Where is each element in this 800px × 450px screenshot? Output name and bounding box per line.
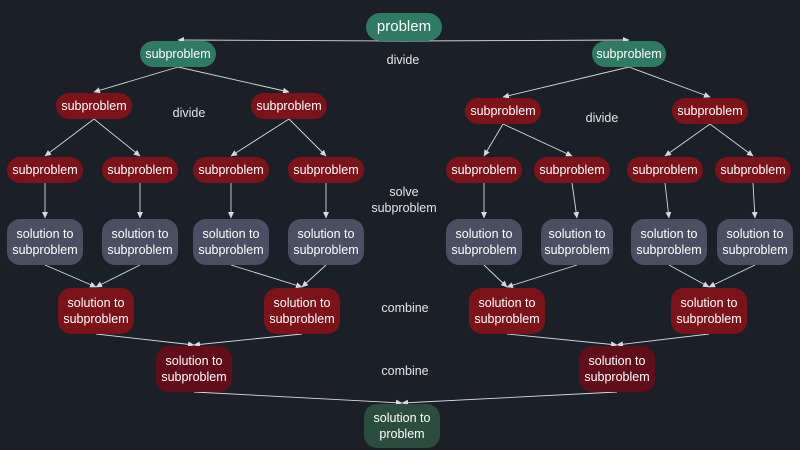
edge-arrow — [751, 182, 758, 219]
edge-arrow — [506, 264, 578, 289]
stage-label-combine-2: combine — [381, 364, 429, 378]
edge-arrow — [664, 182, 672, 219]
node-sol-4: solution to subproblem — [288, 219, 364, 265]
node-sub-RR: subproblem — [672, 98, 748, 124]
node-sol-7: solution to subproblem — [631, 219, 707, 265]
edge-arrow — [571, 182, 580, 219]
stage-label-solve: solve subproblem — [371, 185, 437, 215]
node-comb-1: solution to subproblem — [58, 288, 134, 334]
edge-arrow — [301, 264, 327, 288]
stage-label-combine-1: combine — [381, 301, 429, 315]
node-leaf-1: subproblem — [7, 157, 83, 183]
node-leaf-6: subproblem — [534, 157, 610, 183]
edge-arrow — [401, 391, 618, 406]
edge-arrow — [177, 66, 290, 94]
edge-arrow — [664, 123, 711, 157]
edge-arrow — [95, 333, 195, 348]
node-leaf-4: subproblem — [288, 157, 364, 183]
node-final: solution to problem — [364, 404, 440, 448]
edge-arrow — [709, 123, 754, 157]
edge-arrow — [616, 333, 710, 348]
node-comb-4: solution to subproblem — [671, 288, 747, 334]
edge-arrow — [502, 66, 630, 99]
edge-arrow — [44, 264, 97, 288]
node-leaf-7: subproblem — [627, 157, 703, 183]
node-comb2-L: solution to subproblem — [156, 346, 232, 392]
edge-arrow — [506, 333, 618, 348]
edge-arrow — [93, 118, 141, 157]
node-root: problem — [366, 13, 442, 41]
edge-arrow — [288, 118, 327, 157]
edge-arrow — [44, 118, 95, 157]
edge-arrow — [177, 37, 405, 44]
edge-arrow — [230, 264, 303, 289]
node-sol-5: solution to subproblem — [446, 219, 522, 265]
edge-arrow — [93, 66, 179, 94]
node-sol-6: solution to subproblem — [541, 219, 613, 265]
node-sol-2: solution to subproblem — [102, 219, 178, 265]
node-sol-1: solution to subproblem — [7, 219, 83, 265]
stage-label-divide-3: divide — [585, 111, 619, 125]
node-sub-LR: subproblem — [251, 93, 327, 119]
edge-arrow — [403, 37, 630, 44]
edge-arrow — [483, 264, 508, 288]
edge-arrow — [628, 66, 711, 98]
edge-arrow — [668, 264, 710, 288]
edge-arrow — [193, 333, 303, 348]
node-comb-2: solution to subproblem — [264, 288, 340, 334]
node-sub-R: subproblem — [592, 41, 666, 67]
edge-arrow — [193, 391, 403, 406]
node-comb2-R: solution to subproblem — [579, 346, 655, 392]
node-leaf-8: subproblem — [715, 157, 791, 183]
edge-arrow — [230, 118, 290, 157]
node-sol-3: solution to subproblem — [193, 219, 269, 265]
node-sub-LL: subproblem — [56, 93, 132, 119]
node-sub-RL: subproblem — [465, 98, 541, 124]
edge-arrow — [95, 264, 141, 288]
node-leaf-3: subproblem — [193, 157, 269, 183]
stage-label-divide-1: divide — [386, 53, 420, 67]
edge-arrow — [708, 264, 756, 288]
stage-label-divide-2: divide — [172, 106, 206, 120]
node-comb-3: solution to subproblem — [469, 288, 545, 334]
edge-arrow — [483, 123, 504, 157]
node-leaf-2: subproblem — [102, 157, 178, 183]
edge-arrow — [502, 123, 573, 157]
node-leaf-5: subproblem — [446, 157, 522, 183]
node-sub-L: subproblem — [140, 41, 216, 67]
node-sol-8: solution to subproblem — [717, 219, 793, 265]
